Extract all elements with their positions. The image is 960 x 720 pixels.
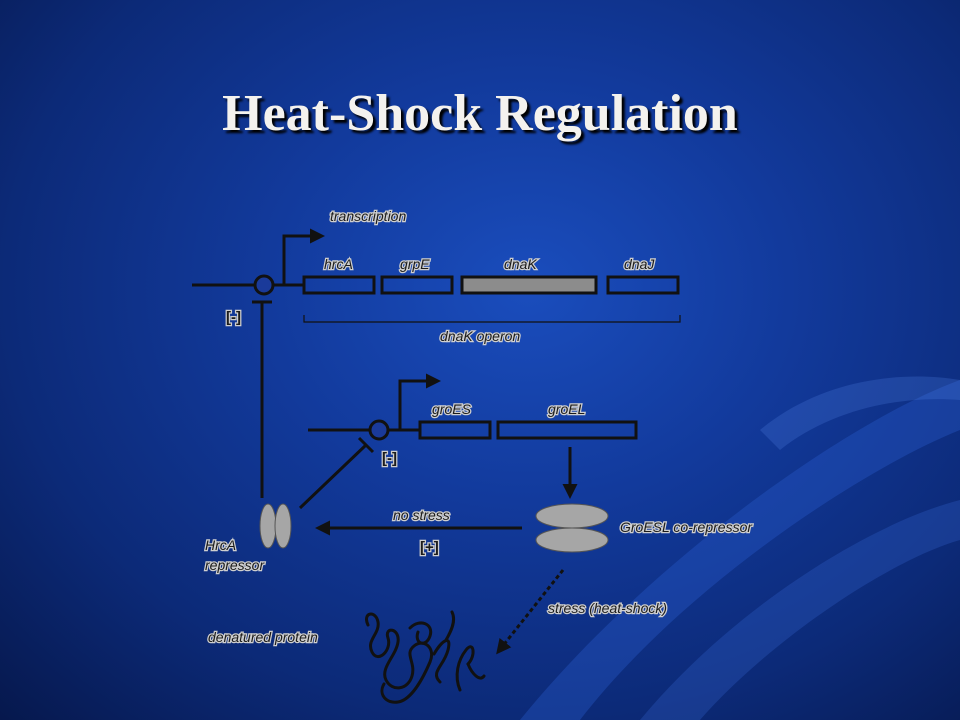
gene-label-grpe: grpE [400,256,430,272]
gene-box-dnak [460,275,598,295]
gene-box-groes [418,420,492,440]
hrca-label-line1: HrcA [205,537,236,553]
operon-label: dnaK operon [440,328,520,344]
denatured-protein-squiggle [365,610,486,704]
activation-sign: [+] [420,539,439,556]
stress-label: stress (heat-shock) [548,600,667,616]
gene-label-groel: groEL [548,401,585,417]
stress-arrow [496,569,565,655]
slide-title: Heat-Shock Regulation [222,85,738,142]
hrca-to-groesl-repression [298,436,375,510]
gene-box-hrca [302,275,376,295]
operator-circle-1 [253,274,275,296]
hrca-label-line2: repressor [205,557,265,573]
gene-label-dnak: dnaK [504,256,537,272]
operon-bracket [303,315,681,323]
repression-sign-1: [-] [226,309,241,326]
gene-box-dnaj [606,275,680,295]
gene-label-dnaj: dnaJ [624,256,655,272]
transcription-label: transcription [330,208,406,224]
gene-box-grpe [380,275,454,295]
denatured-protein-label: denatured protein [208,629,318,645]
gene-label-hrca: hrcA [324,256,353,272]
transcription-arrow-2 [398,373,441,430]
dnak-operon: transcription hrcA grpE dnaK dnaJ dnaK o… [192,207,681,345]
gene-label-groes: groES [432,401,472,417]
hrca-repression-line [252,300,272,498]
no-stress-label: no stress [393,507,450,523]
hrca-repressor-protein [259,503,292,549]
operator-circle-2 [368,419,390,441]
gene-box-groel [496,420,638,440]
groesl-co-repressor [535,503,609,553]
transcription-arrow-1 [282,228,325,285]
repression-sign-2: [-] [382,450,397,467]
groesl-operon: groES groEL [-] [308,373,638,468]
groesl-label: GroESL co-repressor [620,519,753,535]
